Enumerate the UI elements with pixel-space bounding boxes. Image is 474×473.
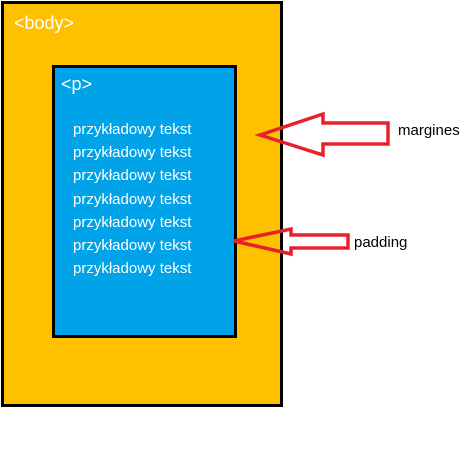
padding-annotation-label: padding [354, 234, 408, 251]
paragraph-line: przykładowy tekst [73, 167, 192, 185]
paragraph-line: przykładowy tekst [73, 144, 192, 162]
body-tag-label: <body> [14, 13, 75, 33]
p-element-box: <p> przykładowy tekst przykładowy tekst … [52, 65, 237, 338]
paragraph-line: przykładowy tekst [73, 260, 192, 278]
p-tag-label: <p> [61, 74, 93, 94]
paragraph-text-lines: przykładowy tekst przykładowy tekst przy… [73, 118, 191, 280]
paragraph-line: przykładowy tekst [73, 190, 192, 208]
paragraph-line: przykładowy tekst [73, 213, 192, 231]
body-element-box: <body> <p> przykładowy tekst przykładowy… [1, 1, 283, 407]
paragraph-line: przykładowy tekst [73, 237, 192, 255]
paragraph-line: przykładowy tekst [73, 121, 192, 138]
margins-annotation-label: margines [398, 122, 460, 139]
